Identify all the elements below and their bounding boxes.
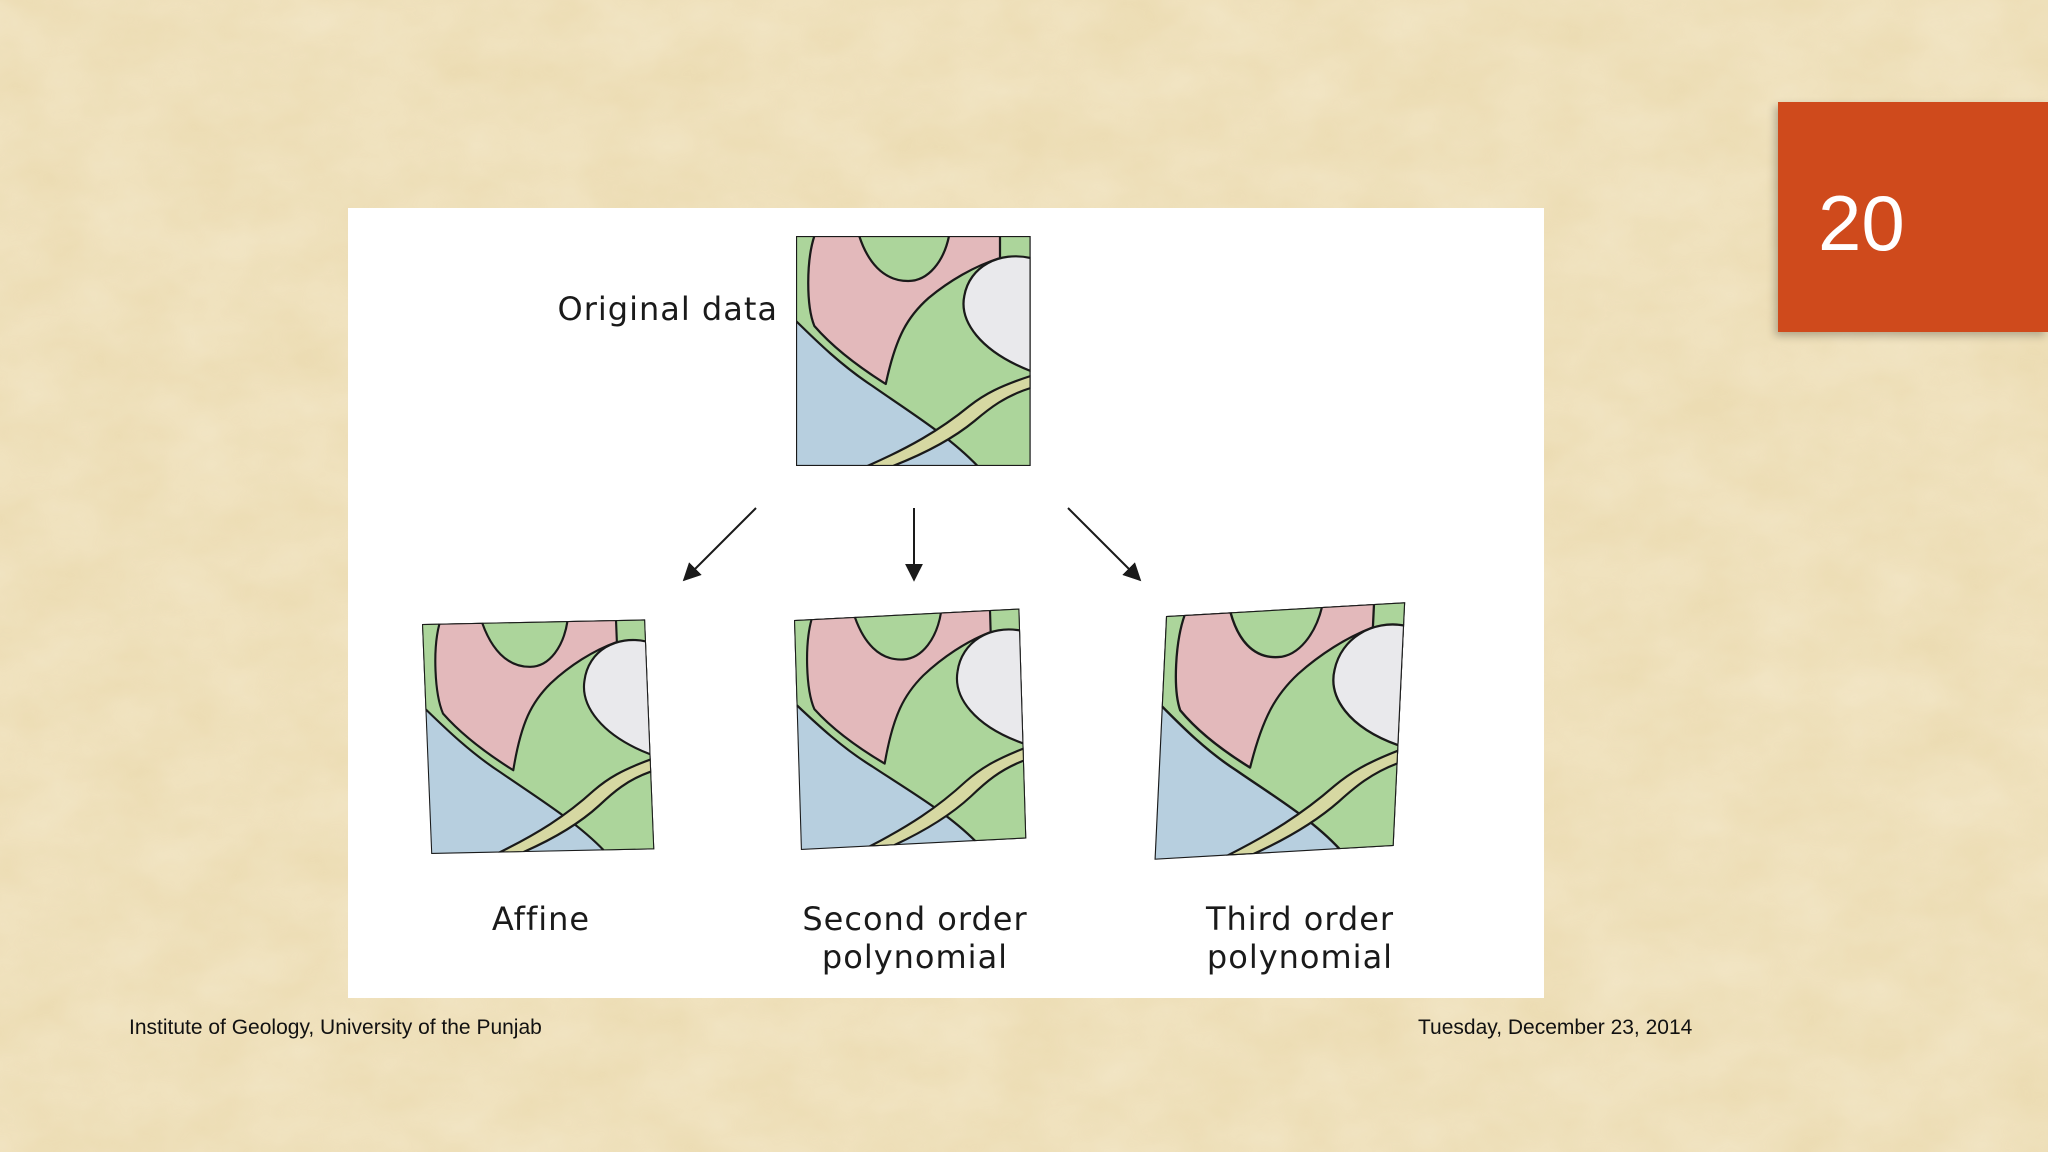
affine-label: Affine xyxy=(492,900,590,938)
second-order-tile xyxy=(794,609,1026,851)
arrow-right xyxy=(1067,507,1142,582)
third-order-label-line2: polynomial xyxy=(1207,938,1393,976)
original-data-label: Original data xyxy=(558,290,778,328)
third-order-label-line1: Third order xyxy=(1205,900,1394,938)
footer-date: Tuesday, December 23, 2014 xyxy=(1418,1016,1693,1039)
second-order-label-line1: Second order xyxy=(802,900,1027,938)
original-data-tile xyxy=(796,236,1031,466)
figure-panel: Original data Affine Second order polyno… xyxy=(348,208,1544,998)
third-order-tile xyxy=(1155,602,1406,860)
transformation-diagram: Original data Affine Second order polyno… xyxy=(348,208,1544,976)
original-map xyxy=(796,236,1031,466)
third-order-map xyxy=(1155,602,1406,860)
second-order-label-line2: polynomial xyxy=(822,938,1008,976)
affine-map xyxy=(422,619,654,854)
affine-tile xyxy=(422,619,654,854)
footer-institution: Institute of Geology, University of the … xyxy=(129,1016,542,1039)
slide-number: 20 xyxy=(1818,179,1905,267)
arrow-left xyxy=(682,507,757,582)
slide-number-box xyxy=(1778,102,2048,332)
second-order-map xyxy=(794,609,1026,851)
